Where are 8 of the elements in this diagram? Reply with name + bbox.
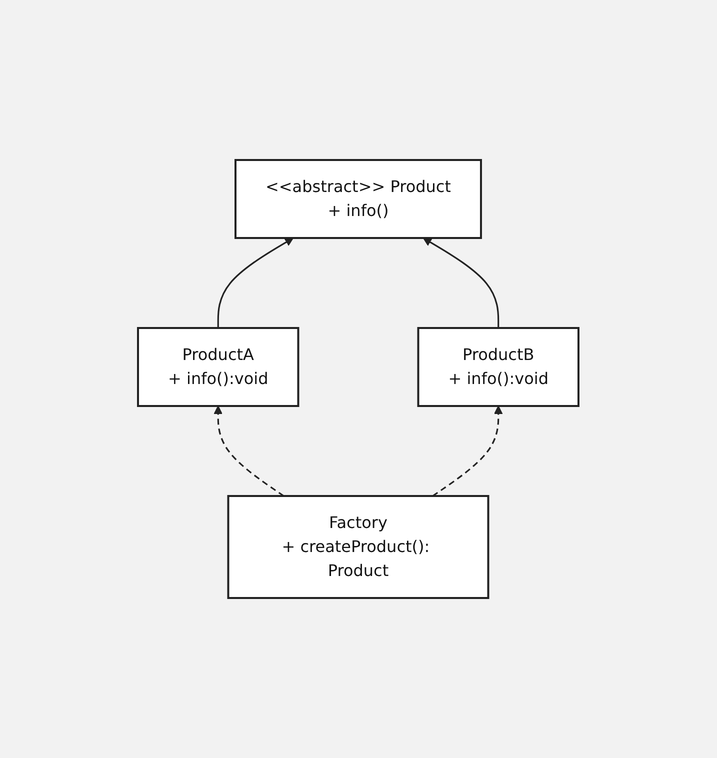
node-box: <<abstract>> Product + info() — [234, 159, 482, 239]
node-box: Factory + createProduct(): Product — [228, 495, 490, 599]
node-box: ProductA + info():void — [137, 327, 300, 407]
node-box: ProductB + info():void — [418, 327, 580, 407]
arrow — [432, 406, 504, 497]
arrow — [214, 406, 285, 497]
arrow — [218, 238, 294, 328]
arrow — [423, 238, 500, 328]
